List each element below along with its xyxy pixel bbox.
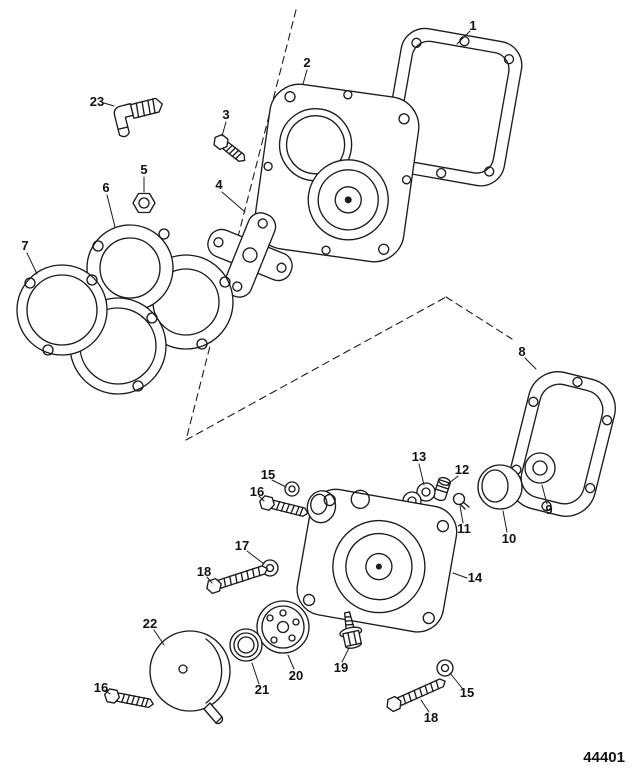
callout-1: 1 (469, 18, 476, 33)
part-6-drawing (86, 224, 234, 350)
callout-18-2: 18 (424, 710, 438, 725)
callout-20: 20 (289, 668, 303, 683)
callout-16: 16 (250, 484, 264, 499)
part-9-drawing (524, 452, 556, 484)
callout-15-2: 15 (460, 685, 474, 700)
reference-dashed-lines (185, 9, 513, 441)
upper-assembly (16, 27, 523, 395)
callout-19: 19 (334, 660, 348, 675)
callouts: 1 2 23 3 5 6 4 7 8 13 12 15 16 9 10 11 1… (21, 18, 625, 766)
callout-5: 5 (140, 162, 147, 177)
callout-8: 8 (518, 344, 525, 359)
callout-2: 2 (303, 55, 310, 70)
part-2-drawing (254, 83, 420, 263)
part-15-bottom-drawing (436, 659, 454, 677)
part-3-drawing (210, 131, 250, 167)
callout-22: 22 (143, 616, 157, 631)
callout-9: 9 (545, 502, 552, 517)
part-4-drawing (207, 212, 293, 298)
callout-21: 21 (255, 682, 269, 697)
callout-12: 12 (455, 462, 469, 477)
callout-10: 10 (502, 531, 516, 546)
part-21-drawing (229, 628, 263, 662)
leader-lines (26, 30, 548, 713)
callout-18: 18 (197, 564, 211, 579)
callout-14: 14 (468, 570, 483, 585)
part-15-top-drawing (284, 481, 300, 497)
part-18-top-drawing (204, 561, 270, 596)
part-8-drawing (508, 371, 616, 517)
callout-15: 15 (261, 467, 275, 482)
callout-6: 6 (102, 180, 109, 195)
callout-11: 11 (457, 521, 471, 536)
figure-number: 44401 (583, 749, 625, 766)
lower-assembly (102, 371, 616, 725)
callout-7: 7 (21, 238, 28, 253)
part-10-drawing (477, 464, 523, 510)
part-22-drawing (149, 630, 231, 725)
callout-4: 4 (215, 177, 223, 192)
callout-23: 23 (90, 94, 104, 109)
part-12-drawing (433, 476, 451, 502)
part-14-drawing (296, 488, 458, 633)
part-23-drawing (113, 97, 163, 138)
part-16-top-drawing (257, 494, 310, 521)
callout-3: 3 (222, 107, 229, 122)
part-11-drawing (452, 492, 470, 510)
part-7-drawing (16, 264, 167, 395)
part-5-drawing (132, 192, 156, 214)
callout-13: 13 (412, 449, 426, 464)
part-18-bottom-drawing (383, 674, 449, 714)
part-19-drawing (339, 611, 363, 649)
callout-17: 17 (235, 538, 249, 553)
part-20-drawing (256, 600, 310, 654)
part-16-bottom-drawing (102, 687, 156, 712)
callout-16-2: 16 (94, 680, 108, 695)
